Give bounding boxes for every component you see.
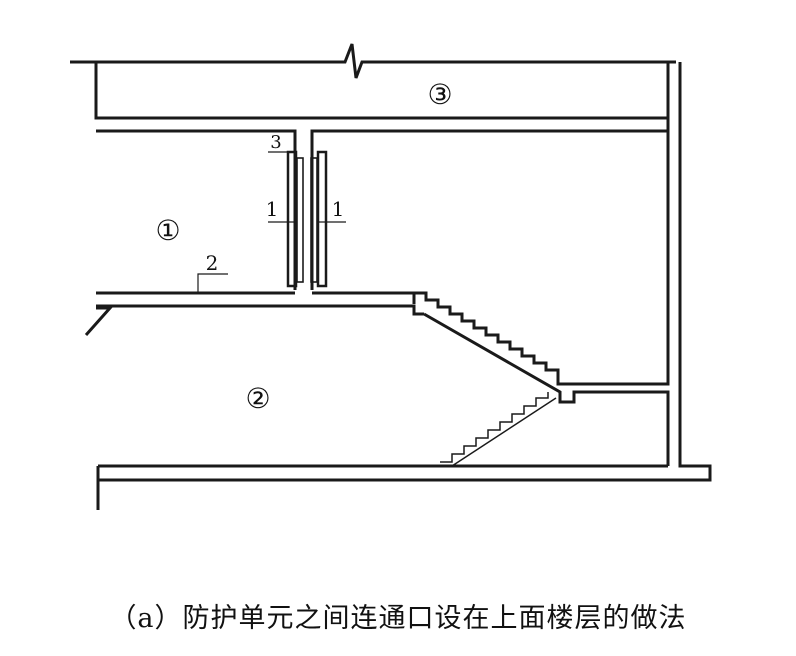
stair-upper (414, 291, 572, 386)
label-room3: ③ (427, 78, 452, 111)
slab-upper (96, 129, 668, 290)
left-break-line (84, 306, 114, 336)
right-wall (98, 62, 712, 482)
right-room-wall (572, 131, 670, 386)
stair-lower (440, 392, 549, 463)
callout-2: 2 (206, 251, 219, 275)
stair-soffit (423, 312, 670, 466)
door-jamb-left (286, 150, 298, 288)
stair-lower-soffit (451, 397, 557, 467)
label-room2: ② (245, 382, 270, 415)
section-drawing: ③ ① ② 1 1 2 3 (70, 43, 712, 510)
door-leaf-right (310, 157, 318, 283)
callout-1-left: 1 (266, 197, 279, 221)
floor-slab-room1 (96, 291, 416, 304)
leader-2 (197, 273, 228, 293)
floor-slab-lower (96, 304, 424, 316)
door-leaf-left (296, 157, 304, 283)
door-jamb-right (316, 150, 328, 288)
top-break-line (70, 43, 676, 79)
callout-3: 3 (270, 132, 281, 153)
room3-outline (94, 62, 670, 120)
figure-caption: （a）防护单元之间连通口设在上面楼层的做法 (109, 603, 687, 634)
callout-1-right: 1 (332, 197, 345, 221)
label-room1: ① (155, 214, 180, 247)
